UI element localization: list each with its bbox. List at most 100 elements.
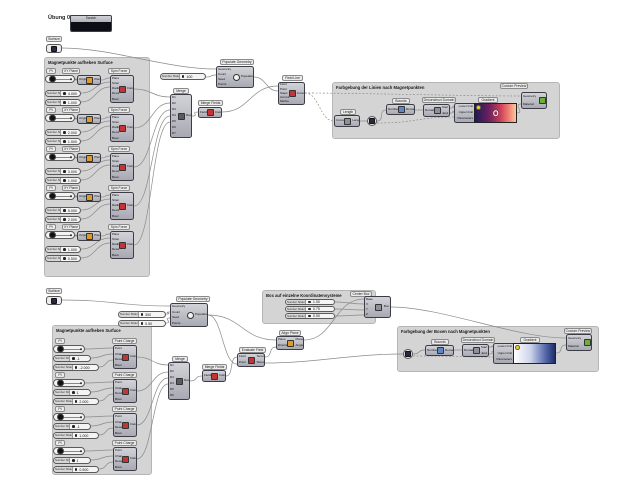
output-result[interactable]: Result: [184, 379, 189, 383]
gradient-input-lower-limit[interactable]: Lower limit: [458, 105, 473, 109]
input-material[interactable]: Material: [568, 344, 579, 348]
output-population[interactable]: Population: [240, 75, 253, 79]
output-curve[interactable]: Curve: [296, 91, 304, 95]
slider-grip[interactable]: [181, 75, 185, 78]
merge-bottom[interactable]: D1D2D3D4D5D6Result: [168, 362, 190, 400]
md-slider-knob[interactable]: [49, 114, 56, 122]
input-point[interactable]: Point: [239, 361, 246, 365]
output-plane[interactable]: Plane: [94, 156, 100, 160]
output-start[interactable]: Start: [480, 346, 488, 350]
output-field[interactable]: Field: [130, 423, 136, 427]
populate-geometry-top[interactable]: GeometryCountSeedPointsPopulation: [216, 66, 254, 88]
input-count[interactable]: Count: [218, 72, 227, 76]
gradient-handle[interactable]: [476, 105, 481, 110]
input-strength[interactable]: Strength: [112, 199, 119, 203]
input-plane[interactable]: Plane: [112, 76, 120, 80]
md-slider[interactable]: [45, 114, 75, 122]
gradient-preview[interactable]: [513, 343, 556, 364]
input-decay[interactable]: Decay: [112, 248, 120, 252]
output-plane[interactable]: Plane: [94, 78, 100, 82]
md-slider[interactable]: [53, 447, 85, 455]
output-end[interactable]: End: [481, 351, 487, 355]
input-point[interactable]: Point: [115, 347, 122, 351]
input-numbers[interactable]: Numbers: [427, 348, 437, 352]
input-y[interactable]: Y: [366, 307, 369, 311]
output-field[interactable]: Field: [127, 204, 133, 208]
md-slider-knob[interactable]: [57, 447, 64, 455]
input-plane[interactable]: Plane: [112, 232, 120, 236]
number-param-boxen[interactable]: [403, 349, 413, 359]
slider-grip[interactable]: [140, 313, 144, 316]
output-end[interactable]: End: [442, 111, 448, 115]
input-origin[interactable]: Origin: [79, 117, 87, 121]
md-slider[interactable]: [45, 75, 75, 83]
input-d4[interactable]: D4: [170, 382, 174, 386]
input-d6[interactable]: D6: [170, 394, 174, 398]
md-slider-knob[interactable]: [49, 75, 56, 83]
output-field[interactable]: Field: [130, 389, 136, 393]
input-point[interactable]: Point: [115, 449, 122, 453]
input-z[interactable]: Z: [366, 312, 368, 316]
input-bounds[interactable]: Bounds: [115, 363, 122, 367]
input-plane[interactable]: Plane: [112, 193, 120, 197]
md-slider[interactable]: [45, 231, 75, 239]
input-bounds[interactable]: Bounds: [115, 431, 122, 435]
input-bounds[interactable]: Bounds: [112, 214, 119, 218]
point-charge-3[interactable]: PointChargeDecayBoundsField: [113, 413, 137, 437]
input-strength[interactable]: Strength: [112, 160, 119, 164]
slider-grip[interactable]: [63, 101, 66, 104]
input-numbers[interactable]: Numbers: [388, 107, 398, 111]
input-origin[interactable]: Origin: [79, 234, 87, 238]
gradient-input-lower-limit[interactable]: Lower limit: [497, 345, 512, 349]
point-charge-1[interactable]: PointChargeDecayBoundsField: [113, 345, 137, 369]
slider-grip[interactable]: [63, 209, 66, 212]
md-slider[interactable]: [45, 192, 75, 200]
output-angle[interactable]: Angle: [295, 344, 303, 348]
input-d2[interactable]: D2: [172, 102, 176, 106]
input-geometry[interactable]: Geometry: [218, 67, 232, 71]
input-count[interactable]: Count: [172, 310, 181, 314]
input-fields[interactable]: Fields: [200, 110, 208, 114]
align-plane[interactable]: PlaneDirectionPlaneAngle: [276, 336, 304, 350]
slider-grip[interactable]: [74, 468, 78, 471]
spin-force-1[interactable]: PlaneStrengthRadiusDecayBoundsField: [110, 75, 134, 103]
output-plane[interactable]: Plane: [94, 195, 100, 199]
output-field[interactable]: Field: [219, 374, 225, 378]
input-radius[interactable]: Radius: [112, 126, 119, 130]
deconstruct-domain-linien[interactable]: DomainStartEnd: [423, 104, 450, 117]
populate-geometry-bottom[interactable]: GeometryCountSeedPointsPopulation: [170, 303, 208, 327]
input-bounds[interactable]: Bounds: [115, 465, 122, 469]
md-slider-knob[interactable]: [57, 379, 64, 387]
input-decay[interactable]: Decay: [115, 460, 123, 464]
spin-force-2[interactable]: PlaneStrengthRadiusDecayBoundsField: [110, 114, 134, 142]
input-origin[interactable]: Origin: [79, 156, 87, 160]
gradient-preview[interactable]: [474, 103, 517, 123]
output-field[interactable]: Field: [130, 457, 136, 461]
spin-force-5[interactable]: PlaneStrengthRadiusDecayBoundsField: [110, 231, 134, 259]
output-field[interactable]: Field: [127, 126, 133, 130]
input-x[interactable]: X: [366, 302, 369, 306]
input-point[interactable]: Point: [115, 415, 122, 419]
md-slider[interactable]: [53, 379, 85, 387]
input-d1[interactable]: D1: [170, 364, 174, 368]
gradient-handle[interactable]: [515, 345, 520, 350]
input-d3[interactable]: D3: [170, 376, 174, 380]
input-field[interactable]: Field: [239, 355, 246, 359]
input-seed[interactable]: Seed: [172, 316, 180, 320]
output-tensor[interactable]: Tensor: [256, 355, 264, 359]
input-d7[interactable]: D7: [172, 132, 176, 136]
input-bounds[interactable]: Bounds: [112, 175, 119, 179]
input-plane[interactable]: Plane: [112, 154, 120, 158]
